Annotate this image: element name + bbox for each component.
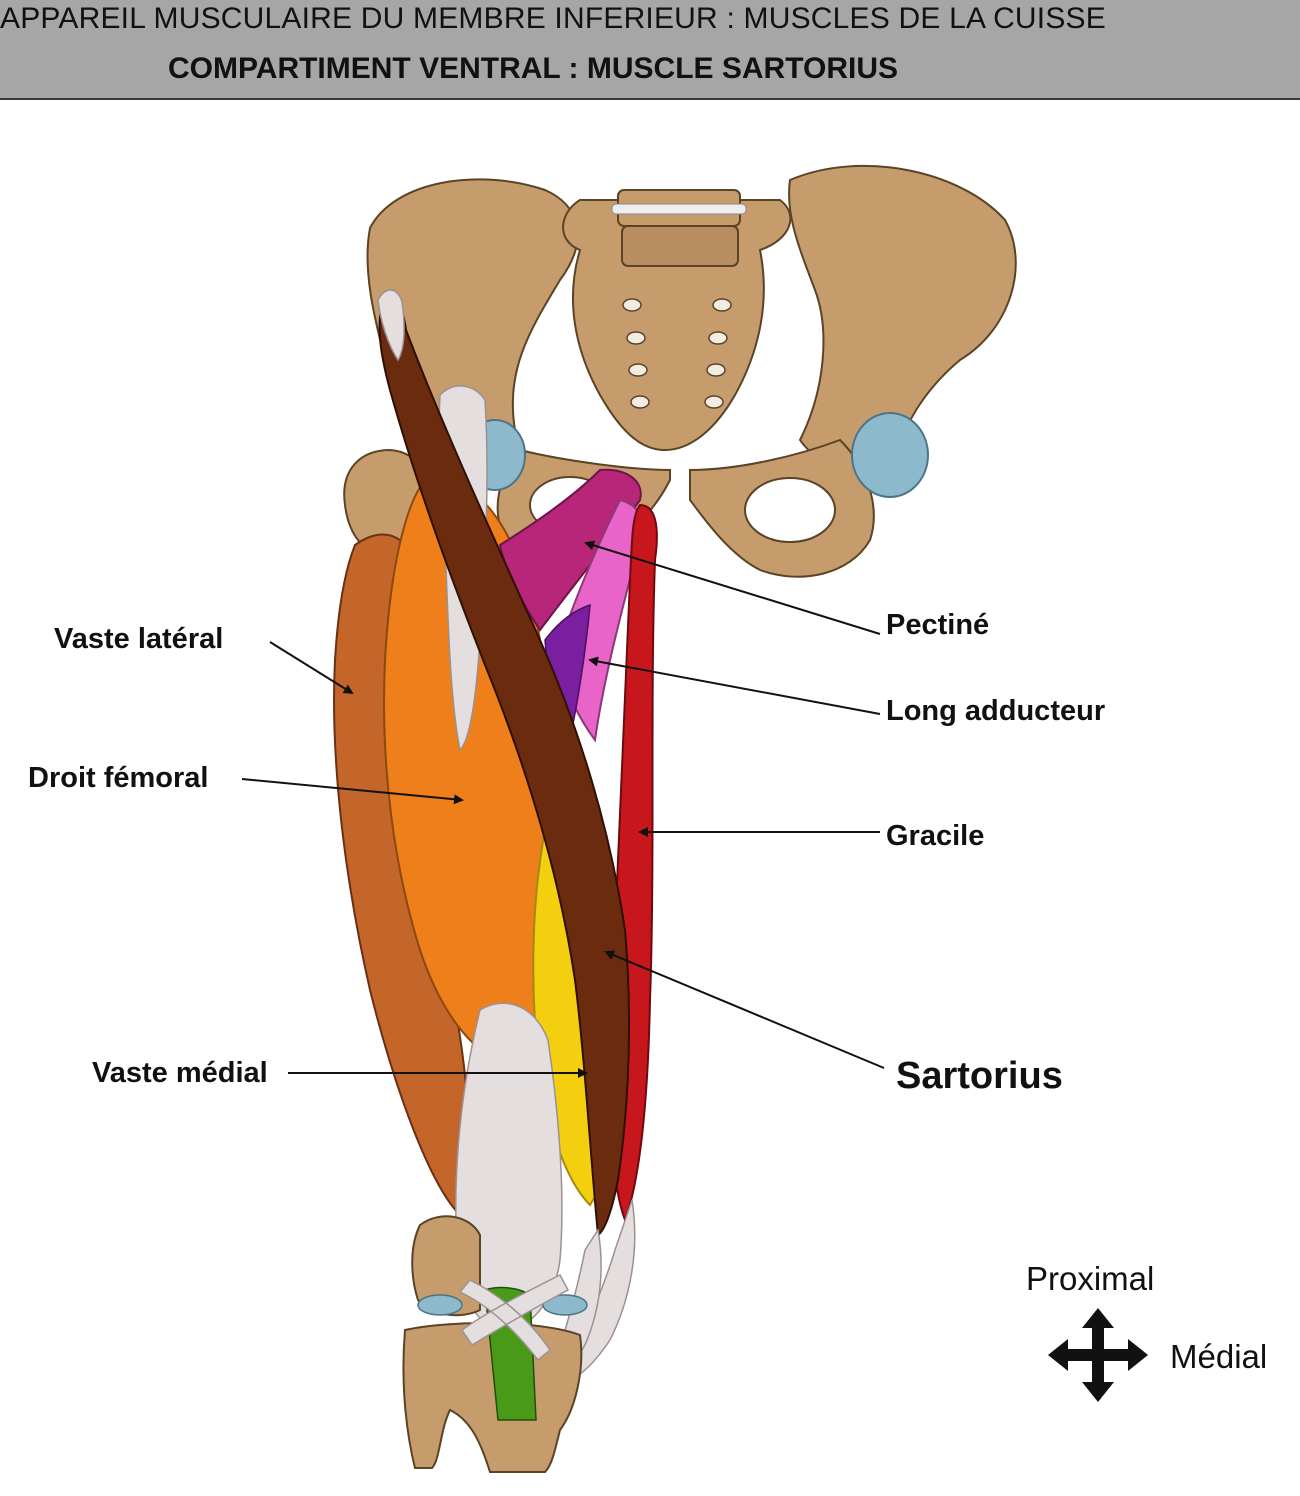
header-banner: APPAREIL MUSCULAIRE DU MEMBRE INFERIEUR … bbox=[0, 0, 1300, 100]
tibia-fibula bbox=[402, 1322, 583, 1473]
label-gracile: Gracile bbox=[886, 820, 984, 852]
orientation-compass: Proximal Médial bbox=[1026, 1260, 1267, 1402]
anatomy-figure: Vaste latéral Droit fémoral Vaste médial… bbox=[28, 164, 1267, 1473]
leader-pectine bbox=[584, 540, 881, 635]
label-long-adducteur: Long adducteur bbox=[886, 695, 1105, 727]
label-proximal: Proximal bbox=[1026, 1260, 1154, 1297]
page-title: APPAREIL MUSCULAIRE DU MEMBRE INFERIEUR … bbox=[0, 2, 1106, 35]
label-medial: Médial bbox=[1170, 1338, 1267, 1375]
label-vaste-lateral: Vaste latéral bbox=[54, 623, 223, 655]
knee-cartilage-left bbox=[417, 1294, 463, 1316]
pectine-muscle bbox=[498, 468, 642, 632]
pes-anserinus-crossing bbox=[458, 1274, 570, 1362]
label-sartorius: Sartorius bbox=[896, 1055, 1063, 1097]
sacral-foramina bbox=[622, 298, 732, 409]
leader-sartorius bbox=[604, 950, 885, 1069]
sartorius-origin-tendon bbox=[377, 289, 405, 362]
sartorius-muscle bbox=[378, 297, 631, 1237]
leader-droit-femoral bbox=[241, 778, 464, 805]
leader-long-adducteur bbox=[588, 656, 881, 715]
obturator-foramen-left bbox=[744, 477, 836, 543]
lumbar-vertebra-lower bbox=[621, 225, 739, 267]
acetabulum-cartilage-left bbox=[851, 412, 929, 498]
label-droit-femoral: Droit fémoral bbox=[28, 762, 208, 794]
knee-cartilage-right bbox=[542, 1294, 588, 1316]
label-vaste-medial: Vaste médial bbox=[92, 1057, 268, 1089]
label-pectine: Pectiné bbox=[886, 609, 989, 641]
leader-vaste-lateral bbox=[269, 641, 354, 695]
knee-joint bbox=[402, 1215, 588, 1473]
four-way-arrow-icon bbox=[1048, 1308, 1148, 1402]
intervertebral-disc bbox=[611, 203, 747, 215]
page-subtitle: COMPARTIMENT VENTRAL : MUSCLE SARTORIUS bbox=[168, 52, 899, 85]
leader-lines bbox=[241, 540, 885, 1078]
quadriceps-tendon bbox=[455, 1002, 563, 1331]
